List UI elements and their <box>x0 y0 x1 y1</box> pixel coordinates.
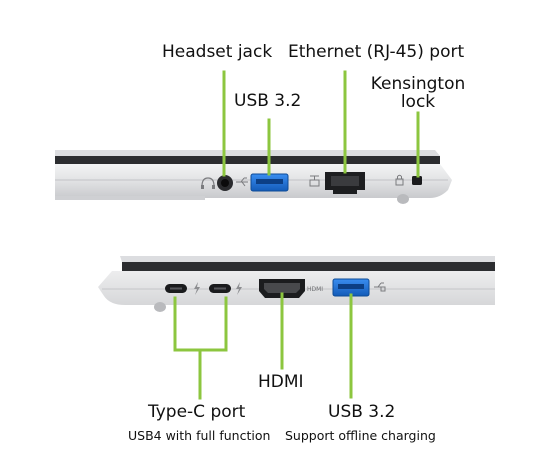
typec-caption: USB4 with full function <box>128 428 271 443</box>
headset-icon <box>201 177 215 189</box>
laptop-side-bottom <box>98 256 495 312</box>
usb-bottom-caption: Support offline charging <box>285 428 436 443</box>
kensington-label-line1: Kensington <box>370 74 466 94</box>
typec-label: Type-C port <box>148 402 246 422</box>
lock-icon <box>395 174 404 186</box>
ethernet-port-label: Ethernet (RJ-45) port <box>288 42 465 62</box>
ethernet-icon <box>309 175 320 187</box>
usb-charge-icon <box>374 282 386 292</box>
callout-lines <box>173 70 420 400</box>
laptop-side-top <box>55 150 452 204</box>
headset-jack-label: Headset jack <box>162 42 273 62</box>
usb-icon <box>236 177 248 187</box>
hdmi-label: HDMI <box>258 372 304 392</box>
hdmi-port <box>259 279 305 298</box>
hdmi-print-label: HDMI <box>307 286 323 293</box>
usb-top-label: USB 3.2 <box>234 91 302 111</box>
thunderbolt-icon <box>236 282 242 295</box>
usb-bottom-label: USB 3.2 <box>328 402 396 422</box>
kensington-label-line2: lock <box>400 92 436 112</box>
thunderbolt-icon <box>194 282 200 295</box>
